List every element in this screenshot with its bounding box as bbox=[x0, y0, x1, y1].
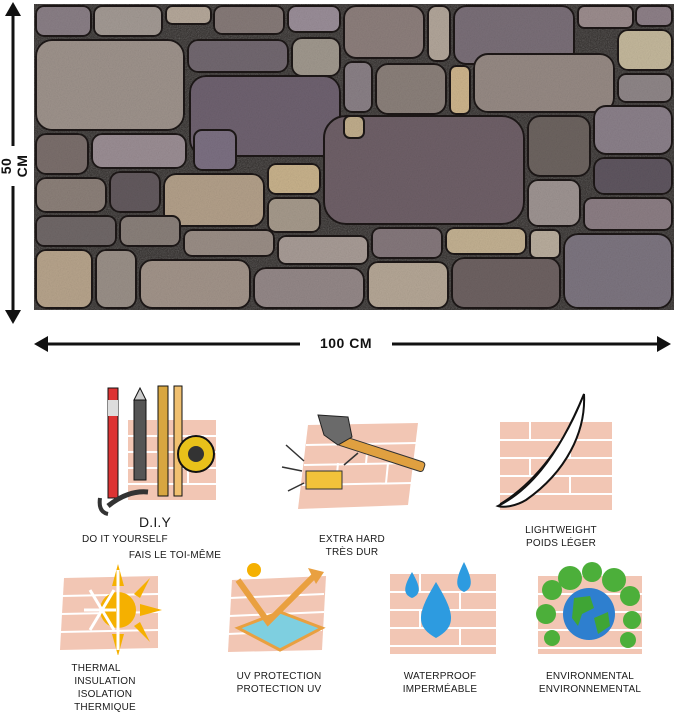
feature-waterproof-line-fr: IMPERMÉABLE bbox=[402, 684, 478, 695]
feature-thermal-line-3: ISOLATION bbox=[77, 689, 133, 700]
feature-waterproof-line-en: WATERPROOF bbox=[403, 671, 477, 682]
feature-lightweight: LIGHTWEIGHT POIDS LÉGER bbox=[486, 392, 636, 562]
feature-icon bbox=[495, 393, 612, 510]
feature-diy-line-fr: FAIS LE TOI-MÊME bbox=[128, 550, 222, 561]
water-drops-icon bbox=[390, 562, 496, 654]
feature-thermal-line-4: THERMIQUE bbox=[74, 702, 136, 713]
stone-wall-panel-image bbox=[34, 4, 674, 310]
feature-lightweight-line-en: LIGHTWEIGHT bbox=[525, 525, 597, 536]
feature-thermal: THERMAL INSULATION ISOLATION THERMIQUE bbox=[48, 560, 168, 718]
height-label: 50 CM bbox=[0, 146, 30, 186]
feature-thermal-line-1: THERMAL bbox=[71, 663, 121, 674]
width-label: 100 CM bbox=[300, 335, 392, 351]
feature-extra-hard-line-fr: TRÈS DUR bbox=[325, 547, 379, 558]
tools-icon bbox=[97, 385, 216, 516]
feature-uv-line-fr: PROTECTION UV bbox=[236, 684, 322, 695]
hammer-icon bbox=[281, 414, 426, 509]
feature-environmental: ENVIRONMENTAL ENVIRONNEMENTAL bbox=[520, 562, 660, 702]
feature-diy-title: D.I.Y bbox=[138, 514, 172, 530]
feature-extra-hard: EXTRA HARD TRÈS DUR bbox=[278, 405, 438, 565]
uv-shield-icon bbox=[227, 563, 326, 652]
feature-environmental-line-fr: ENVIRONNEMENTAL bbox=[538, 684, 642, 695]
feature-diy-line-en: DO IT YOURSELF bbox=[82, 534, 168, 545]
snowflake-sun-icon bbox=[59, 564, 162, 655]
feature-lightweight-line-fr: POIDS LÉGER bbox=[526, 538, 596, 549]
feature-environmental-line-en: ENVIRONMENTAL bbox=[546, 671, 634, 682]
feature-uv-line-en: UV PROTECTION bbox=[236, 671, 322, 682]
feature-thermal-line-2: INSULATION bbox=[74, 676, 136, 687]
feature-diy: D.I.Y DO IT YOURSELF FAIS LE TOI-MÊME bbox=[80, 380, 230, 570]
earth-tree-icon bbox=[536, 562, 642, 654]
feature-extra-hard-line-en: EXTRA HARD bbox=[319, 534, 385, 545]
feature-waterproof: WATERPROOF IMPERMÉABLE bbox=[384, 560, 504, 700]
feature-uv: UV PROTECTION PROTECTION UV bbox=[214, 558, 344, 698]
